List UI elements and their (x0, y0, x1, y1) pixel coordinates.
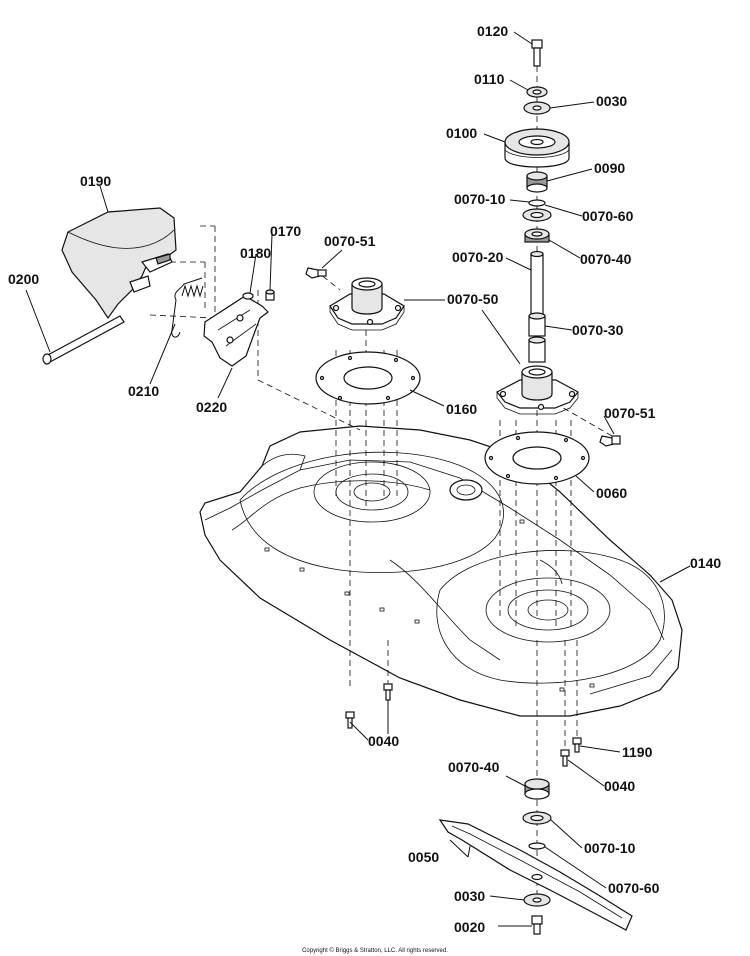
leader-lines (25, 31, 691, 927)
label-0170: 0170 (270, 223, 301, 239)
label-0020: 0020 (454, 919, 485, 935)
label-0030-bottom: 0030 (454, 888, 485, 904)
chute-rod-0200 (42, 315, 125, 365)
bolt-0040-left-a (345, 711, 355, 729)
pulley-0100 (504, 128, 570, 168)
discharge-chute-0190 (61, 207, 177, 320)
shaft-0070-20 (530, 250, 544, 315)
label-0070-40-top: 0070-40 (580, 251, 632, 267)
bearing-0070-40-top (524, 228, 550, 243)
label-0100: 0100 (446, 125, 477, 141)
label-0110: 0110 (474, 71, 505, 87)
label-0040-left: 0040 (368, 733, 399, 749)
label-0200: 0200 (8, 271, 39, 287)
bracket-0220 (203, 295, 269, 367)
washer-0110 (526, 86, 548, 98)
seal-0070-10-bottom (522, 811, 552, 825)
label-1190: 1190 (622, 744, 653, 760)
bolt-0020 (531, 915, 543, 935)
blade-0050 (438, 819, 633, 931)
spindle-housing-right (496, 365, 579, 415)
bearing-0070-40-bottom (524, 778, 550, 800)
gasket-0060 (484, 431, 590, 485)
bolt-0040-right (560, 749, 570, 767)
grease-fitting-left (305, 267, 327, 279)
spacer-0070-30 (528, 312, 546, 363)
bolt-0040-left-b (383, 683, 393, 701)
part-labels: 0120 0110 0030 0100 0090 0070-10 0070-60… (8, 23, 721, 935)
washer-0070-60-top (528, 199, 546, 207)
copyright-notice: Copyright © Briggs & Stratton, LLC. All … (302, 947, 448, 954)
washer-0030-bottom (523, 893, 551, 907)
label-0090: 0090 (594, 160, 625, 176)
spindle-housing-left (329, 277, 405, 331)
bolt-0170 (265, 289, 275, 301)
label-0070-51-right: 0070-51 (604, 405, 656, 421)
label-0070-50: 0070-50 (447, 291, 499, 307)
label-0070-20: 0070-20 (452, 249, 504, 265)
washer-0070-60-bottom (528, 842, 546, 850)
grease-fitting-right (599, 435, 621, 447)
label-0070-30: 0070-30 (572, 322, 624, 338)
bearing-0090 (526, 171, 548, 193)
label-0070-60-bottom: 0070-60 (608, 880, 660, 896)
label-0060: 0060 (596, 485, 627, 501)
bolt-1190 (572, 737, 582, 753)
nut-0180 (242, 292, 254, 300)
label-0040-right: 0040 (604, 778, 635, 794)
label-0210: 0210 (128, 383, 159, 399)
washer-0030-top (523, 101, 551, 115)
gasket-0160 (315, 351, 421, 405)
label-0140: 0140 (690, 555, 721, 571)
label-0160: 0160 (446, 401, 477, 417)
label-0050: 0050 (408, 849, 439, 865)
label-0070-60-top: 0070-60 (582, 208, 634, 224)
label-0120: 0120 (477, 23, 508, 39)
mower-deck (199, 425, 683, 717)
label-0070-10-bottom: 0070-10 (584, 840, 636, 856)
label-0180: 0180 (240, 245, 271, 261)
seal-0070-10-top (522, 208, 552, 222)
bolt-0120 (531, 39, 543, 67)
label-0070-40-bottom: 0070-40 (448, 759, 500, 775)
label-0220: 0220 (196, 399, 227, 415)
label-0190: 0190 (80, 173, 111, 189)
label-0030-top: 0030 (596, 93, 627, 109)
label-0070-10-top: 0070-10 (454, 191, 506, 207)
spring-0210 (171, 277, 204, 338)
label-0070-51-left: 0070-51 (324, 233, 376, 249)
